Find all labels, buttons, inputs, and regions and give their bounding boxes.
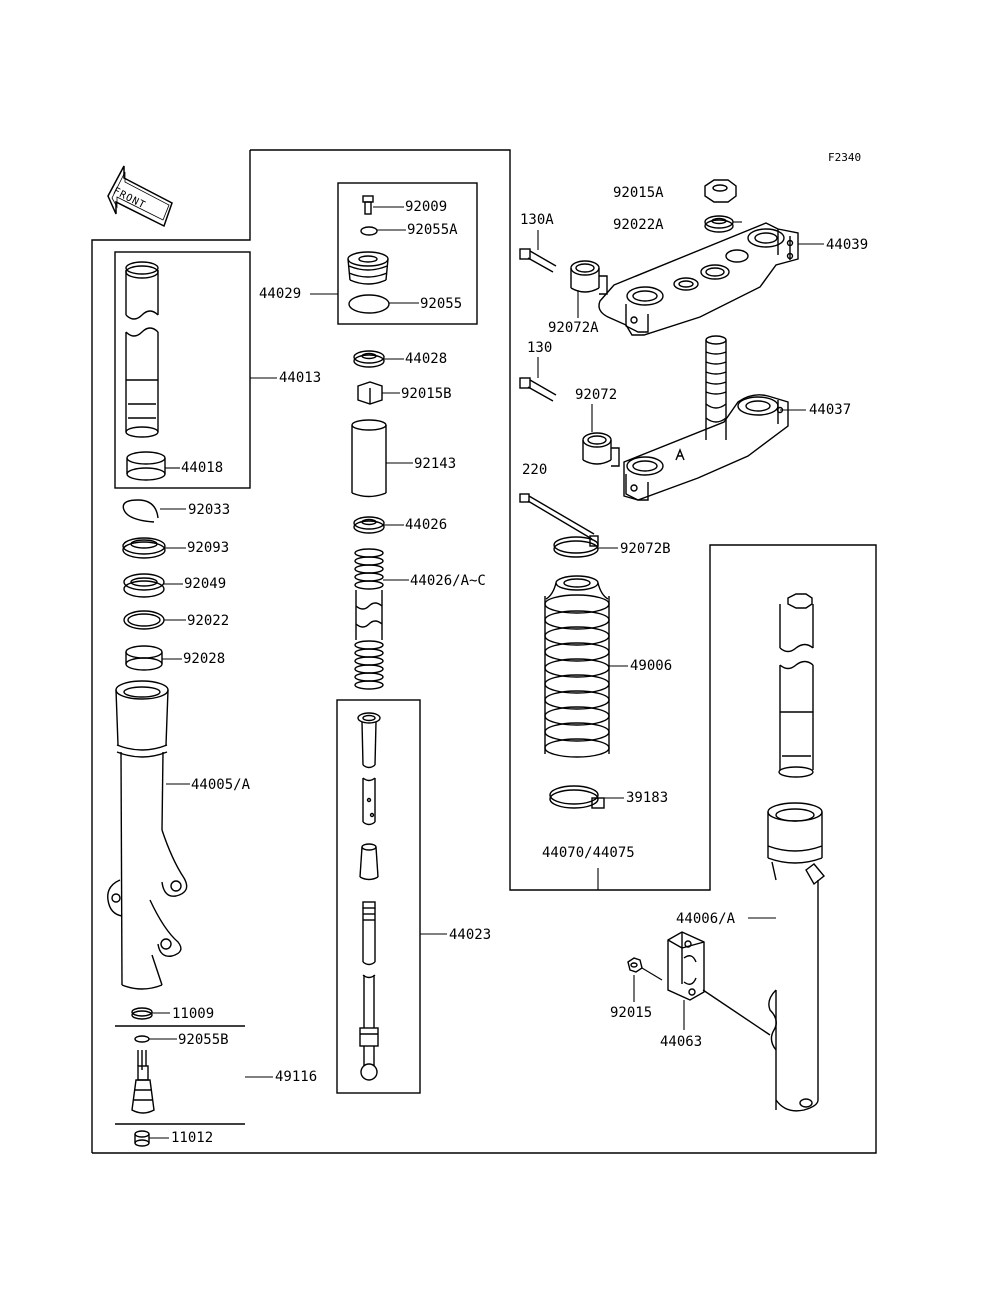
box-44029	[337, 182, 478, 325]
o-ring-92055A	[360, 226, 378, 236]
diagram-frame	[91, 149, 877, 1154]
spring-44026	[354, 548, 384, 690]
label-92143: 92143	[414, 456, 457, 472]
bolt-220	[519, 493, 595, 540]
label-44018: 44018	[181, 460, 224, 476]
label-130: 130	[527, 340, 553, 356]
collar-92143	[351, 419, 387, 498]
bolt-130A	[519, 248, 557, 273]
label-44026: 44026	[405, 517, 448, 533]
clamp-39183	[549, 785, 605, 809]
label-44006-a: 44006/A	[676, 911, 736, 927]
label-44039: 44039	[826, 237, 869, 253]
outer-tube-44006	[767, 802, 825, 1112]
slide-bushing-44018	[126, 451, 166, 481]
nut-92015	[627, 957, 643, 973]
label-92022A: 92022A	[613, 217, 664, 233]
top-bracket-44039	[598, 222, 799, 336]
label-92028: 92028	[183, 651, 226, 667]
nut-92015A	[704, 179, 737, 203]
outer-tube-44005	[107, 680, 188, 990]
ring-92022	[123, 610, 165, 630]
o-ring-92055B	[134, 1035, 150, 1043]
leader-lines	[149, 206, 824, 1139]
clamp-92072	[582, 432, 620, 467]
label-11009: 11009	[172, 1006, 215, 1022]
fork-cap-part	[347, 251, 389, 285]
box-44013	[114, 251, 251, 489]
screw-92009	[362, 195, 374, 215]
label-92072B: 92072B	[620, 541, 671, 557]
label-92022: 92022	[187, 613, 230, 629]
o-ring-92055	[348, 294, 390, 314]
label-92072: 92072	[575, 387, 618, 403]
label-44070-44075: 44070/44075	[542, 845, 635, 861]
label-49116: 49116	[275, 1069, 318, 1085]
separator-lines-49116	[115, 1025, 245, 1125]
label-92093: 92093	[187, 540, 230, 556]
damper-rod-44023	[357, 712, 381, 1081]
label-49006: 49006	[630, 658, 673, 674]
label-44023: 44023	[449, 927, 492, 943]
label-92055A: 92055A	[407, 222, 458, 238]
label-44013: 44013	[279, 370, 322, 386]
washer-44028	[353, 350, 385, 368]
label-44063: 44063	[660, 1034, 703, 1050]
label-92015A: 92015A	[613, 185, 664, 201]
cap-11012	[134, 1130, 150, 1147]
figure-code: F2340	[828, 151, 862, 164]
dust-boot-49006	[544, 575, 610, 758]
box-44023	[336, 699, 421, 1094]
valve-49116	[131, 1050, 155, 1114]
label-92015: 92015	[610, 1005, 653, 1021]
washer-92049	[123, 573, 165, 598]
clamp-92072A	[570, 260, 608, 295]
bushing-92028	[125, 645, 163, 671]
inner-tube-part	[125, 261, 159, 438]
label-92033: 92033	[188, 502, 231, 518]
bolt-130	[519, 377, 557, 402]
label-220: 220	[522, 462, 548, 478]
oil-seal-92093	[122, 537, 166, 559]
clamp-band-92072B	[553, 535, 599, 558]
label-92055B: 92055B	[178, 1032, 229, 1048]
label-92049: 92049	[184, 576, 227, 592]
label-44037: 44037	[809, 402, 852, 418]
label-44028: 44028	[405, 351, 448, 367]
circlip-11009	[131, 1007, 153, 1020]
label-92015B: 92015B	[401, 386, 452, 402]
label-39183: 39183	[626, 790, 669, 806]
label-92072A: 92072A	[548, 320, 599, 336]
label-44029: 44029	[259, 286, 302, 302]
nut-92015B	[357, 381, 383, 405]
washer-44026	[353, 516, 385, 534]
front-arrow-icon	[107, 165, 173, 228]
label-92009: 92009	[405, 199, 448, 215]
circlip-92033	[122, 499, 159, 523]
holder-44063	[667, 931, 771, 1036]
label-92055: 92055	[420, 296, 463, 312]
washer-92022A	[704, 215, 734, 233]
label-130A: 130A	[520, 212, 554, 228]
steering-stem-44037	[623, 335, 789, 501]
label-11012: 11012	[171, 1130, 214, 1146]
inner-tube-right	[778, 593, 814, 778]
label-44005-a: 44005/A	[191, 777, 251, 793]
label-44026-a-c: 44026/A~C	[410, 573, 486, 589]
